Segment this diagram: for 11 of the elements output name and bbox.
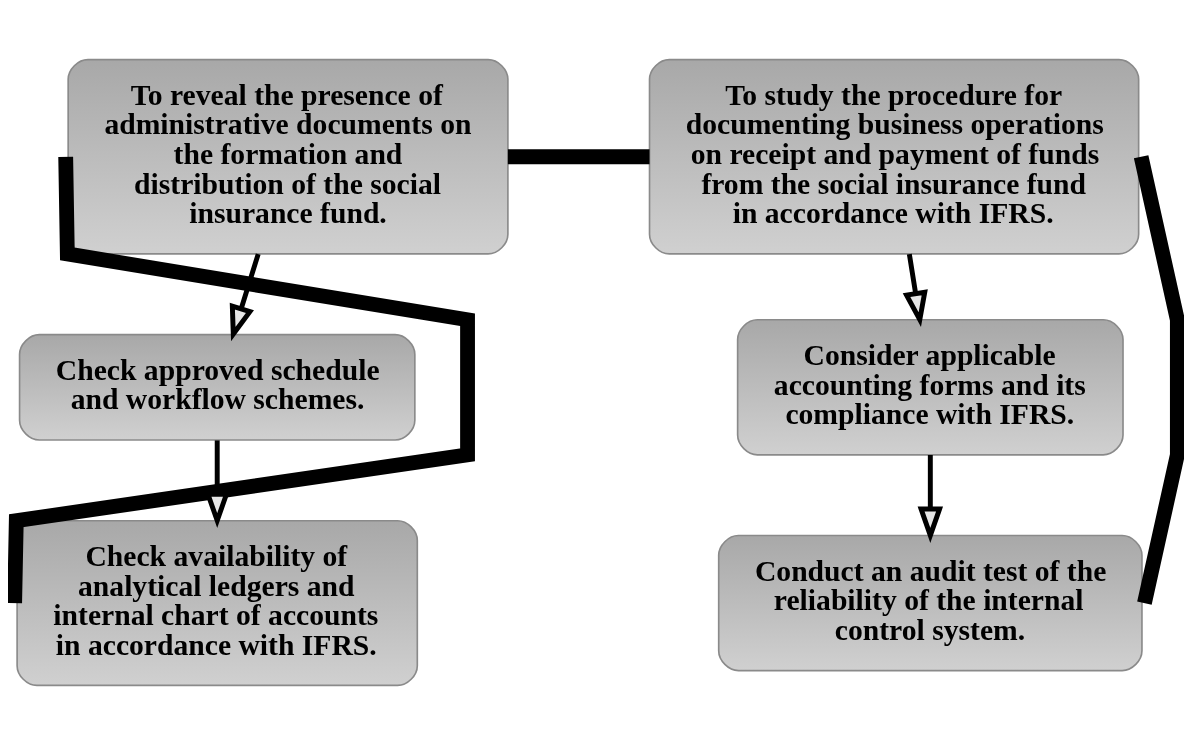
arrow (917, 455, 944, 543)
node-box: Conduct an audit test of the reliability of the internal control system. (717, 534, 1143, 672)
arrow (204, 440, 230, 529)
arrow (902, 253, 928, 328)
connector (8, 156, 475, 604)
connector (507, 149, 650, 165)
node-box: Consider applicable accounting forms and its compliance with IFRS. (736, 318, 1124, 456)
node-box: To study the procedure for documenting business operations on receipt and payment of funds from the social insurance fund in accordance with IFRS. (648, 58, 1140, 255)
node-box: To reveal the presence of administrative documents on the formation and distribution of the social insurance fund. (67, 58, 509, 255)
node-box: Check approved schedule and workflow schemes. (18, 333, 416, 441)
node-box: Check availability of analytical ledgers and internal chart of accounts in accordance with IFRS. (16, 519, 419, 687)
